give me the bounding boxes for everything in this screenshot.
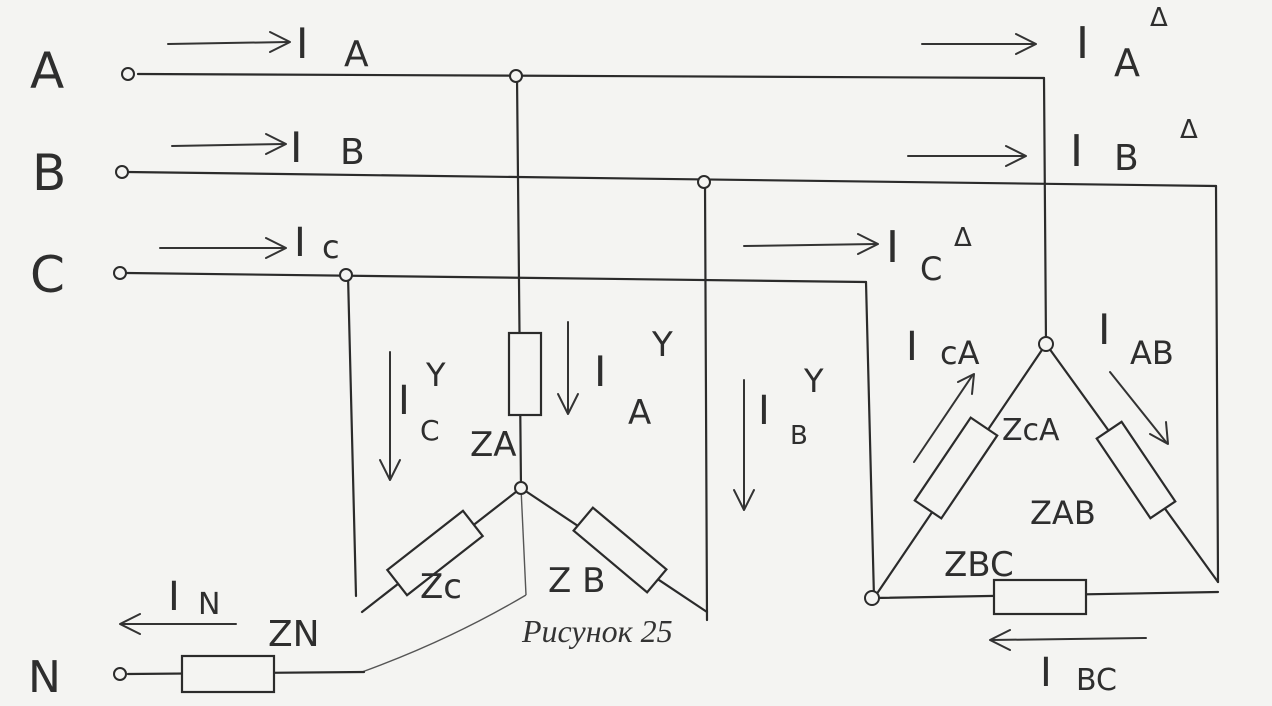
label-ibc-sym: I bbox=[1040, 650, 1052, 696]
junction-c-star bbox=[339, 268, 353, 282]
label-terminal-n: N bbox=[28, 652, 61, 703]
label-ia-delta-sym: I bbox=[1076, 18, 1089, 69]
resistor-zca bbox=[913, 416, 999, 520]
arrow-iab bbox=[1109, 371, 1169, 445]
label-ib-sym: I bbox=[290, 123, 302, 172]
star-branch-a-wire bbox=[515, 74, 523, 490]
label-zbc: ZBC bbox=[944, 545, 1014, 585]
label-in-sym: I bbox=[168, 574, 180, 620]
label-ica-sub: cA bbox=[940, 334, 980, 372]
label-terminal-a: A bbox=[30, 42, 64, 100]
label-ia-star-sym: I bbox=[594, 347, 606, 396]
label-zc: Zc bbox=[420, 567, 462, 607]
label-ib-star-sub: B bbox=[790, 421, 808, 451]
resistor-zn bbox=[180, 654, 276, 694]
label-ibc-sub: BC bbox=[1076, 663, 1117, 698]
label-ic-star-sym: I bbox=[398, 378, 410, 424]
label-ib-sub: B bbox=[340, 132, 365, 173]
arrow-ibc bbox=[989, 629, 1147, 651]
terminal-n-node bbox=[113, 667, 127, 681]
arrow-ib-star bbox=[733, 379, 755, 511]
label-terminal-b: B bbox=[32, 144, 66, 202]
label-ib-delta-sub: B bbox=[1114, 138, 1139, 179]
label-zb: Z B bbox=[548, 561, 605, 601]
label-ia-sub: A bbox=[344, 34, 369, 75]
label-ica-sym: I bbox=[906, 324, 918, 370]
figure-caption: Рисунок 25 bbox=[521, 613, 673, 649]
wire-line-b bbox=[124, 170, 1218, 188]
junction-a-star bbox=[509, 69, 523, 83]
label-in-sub: N bbox=[198, 587, 220, 622]
wire-line-c bbox=[124, 271, 868, 284]
label-ic-star-sup: Y bbox=[425, 356, 446, 394]
terminal-b-node bbox=[115, 165, 129, 179]
resistor-zb bbox=[572, 506, 668, 594]
arrow-ic-delta bbox=[743, 233, 879, 255]
arrow-ib-delta bbox=[907, 145, 1027, 167]
arrow-ic-star bbox=[379, 351, 401, 481]
label-zab: ZAB bbox=[1030, 494, 1096, 532]
label-ic-sym: I bbox=[294, 220, 306, 266]
label-zca: ZcA bbox=[1002, 413, 1060, 448]
label-ib-delta-sup: Δ bbox=[1180, 115, 1198, 145]
label-ic-sub: c bbox=[322, 228, 340, 266]
arrow-ia-delta bbox=[921, 33, 1037, 55]
terminal-c-node bbox=[113, 266, 127, 280]
terminal-a-node bbox=[121, 67, 135, 81]
arrow-ia bbox=[167, 31, 291, 53]
star-neutral-wire bbox=[520, 487, 527, 596]
label-ic-delta-sym: I bbox=[886, 222, 899, 273]
delta-feed-b-wire bbox=[1214, 184, 1220, 584]
star-branch-b-wire bbox=[703, 180, 709, 622]
label-ia-star-sup: Y bbox=[651, 325, 673, 365]
label-ia-star-sub: A bbox=[628, 393, 651, 433]
label-ib-delta-sym: I bbox=[1070, 126, 1083, 177]
arrow-in bbox=[119, 613, 237, 635]
label-za: ZA bbox=[470, 425, 517, 465]
resistor-zab bbox=[1095, 420, 1177, 520]
label-terminal-c: C bbox=[30, 246, 65, 304]
label-iab-sym: I bbox=[1098, 305, 1110, 354]
resistor-za bbox=[507, 331, 543, 417]
label-ib-star-sup: Y bbox=[803, 362, 824, 400]
delta-feed-a-wire bbox=[1042, 76, 1048, 346]
label-zn: ZN bbox=[268, 614, 320, 655]
neutral-return-wire bbox=[361, 594, 527, 673]
wire-line-a bbox=[136, 72, 1046, 80]
arrow-ic bbox=[159, 237, 287, 259]
label-ic-delta-sup: Δ bbox=[954, 223, 972, 253]
label-ib-star-sym: I bbox=[758, 388, 770, 434]
label-ia-delta-sup: Δ bbox=[1150, 3, 1168, 33]
arrow-ib bbox=[171, 133, 287, 155]
label-ia-sym: I bbox=[296, 19, 308, 68]
resistor-zbc bbox=[992, 578, 1088, 616]
star-center-node bbox=[514, 481, 528, 495]
delta-top-node bbox=[1038, 336, 1054, 352]
delta-left-node bbox=[864, 590, 880, 606]
label-ic-star-sub: C bbox=[420, 414, 440, 447]
arrow-ica bbox=[913, 373, 975, 463]
arrow-ia-star bbox=[557, 321, 579, 415]
delta-feed-c-wire bbox=[864, 280, 876, 600]
label-ic-delta-sub: C bbox=[920, 250, 942, 288]
resistor-zc bbox=[385, 509, 485, 597]
label-ia-delta-sub: A bbox=[1114, 41, 1140, 85]
star-branch-c-wire bbox=[346, 273, 358, 598]
label-iab-sub: AB bbox=[1130, 334, 1174, 372]
junction-b-star bbox=[697, 175, 711, 189]
